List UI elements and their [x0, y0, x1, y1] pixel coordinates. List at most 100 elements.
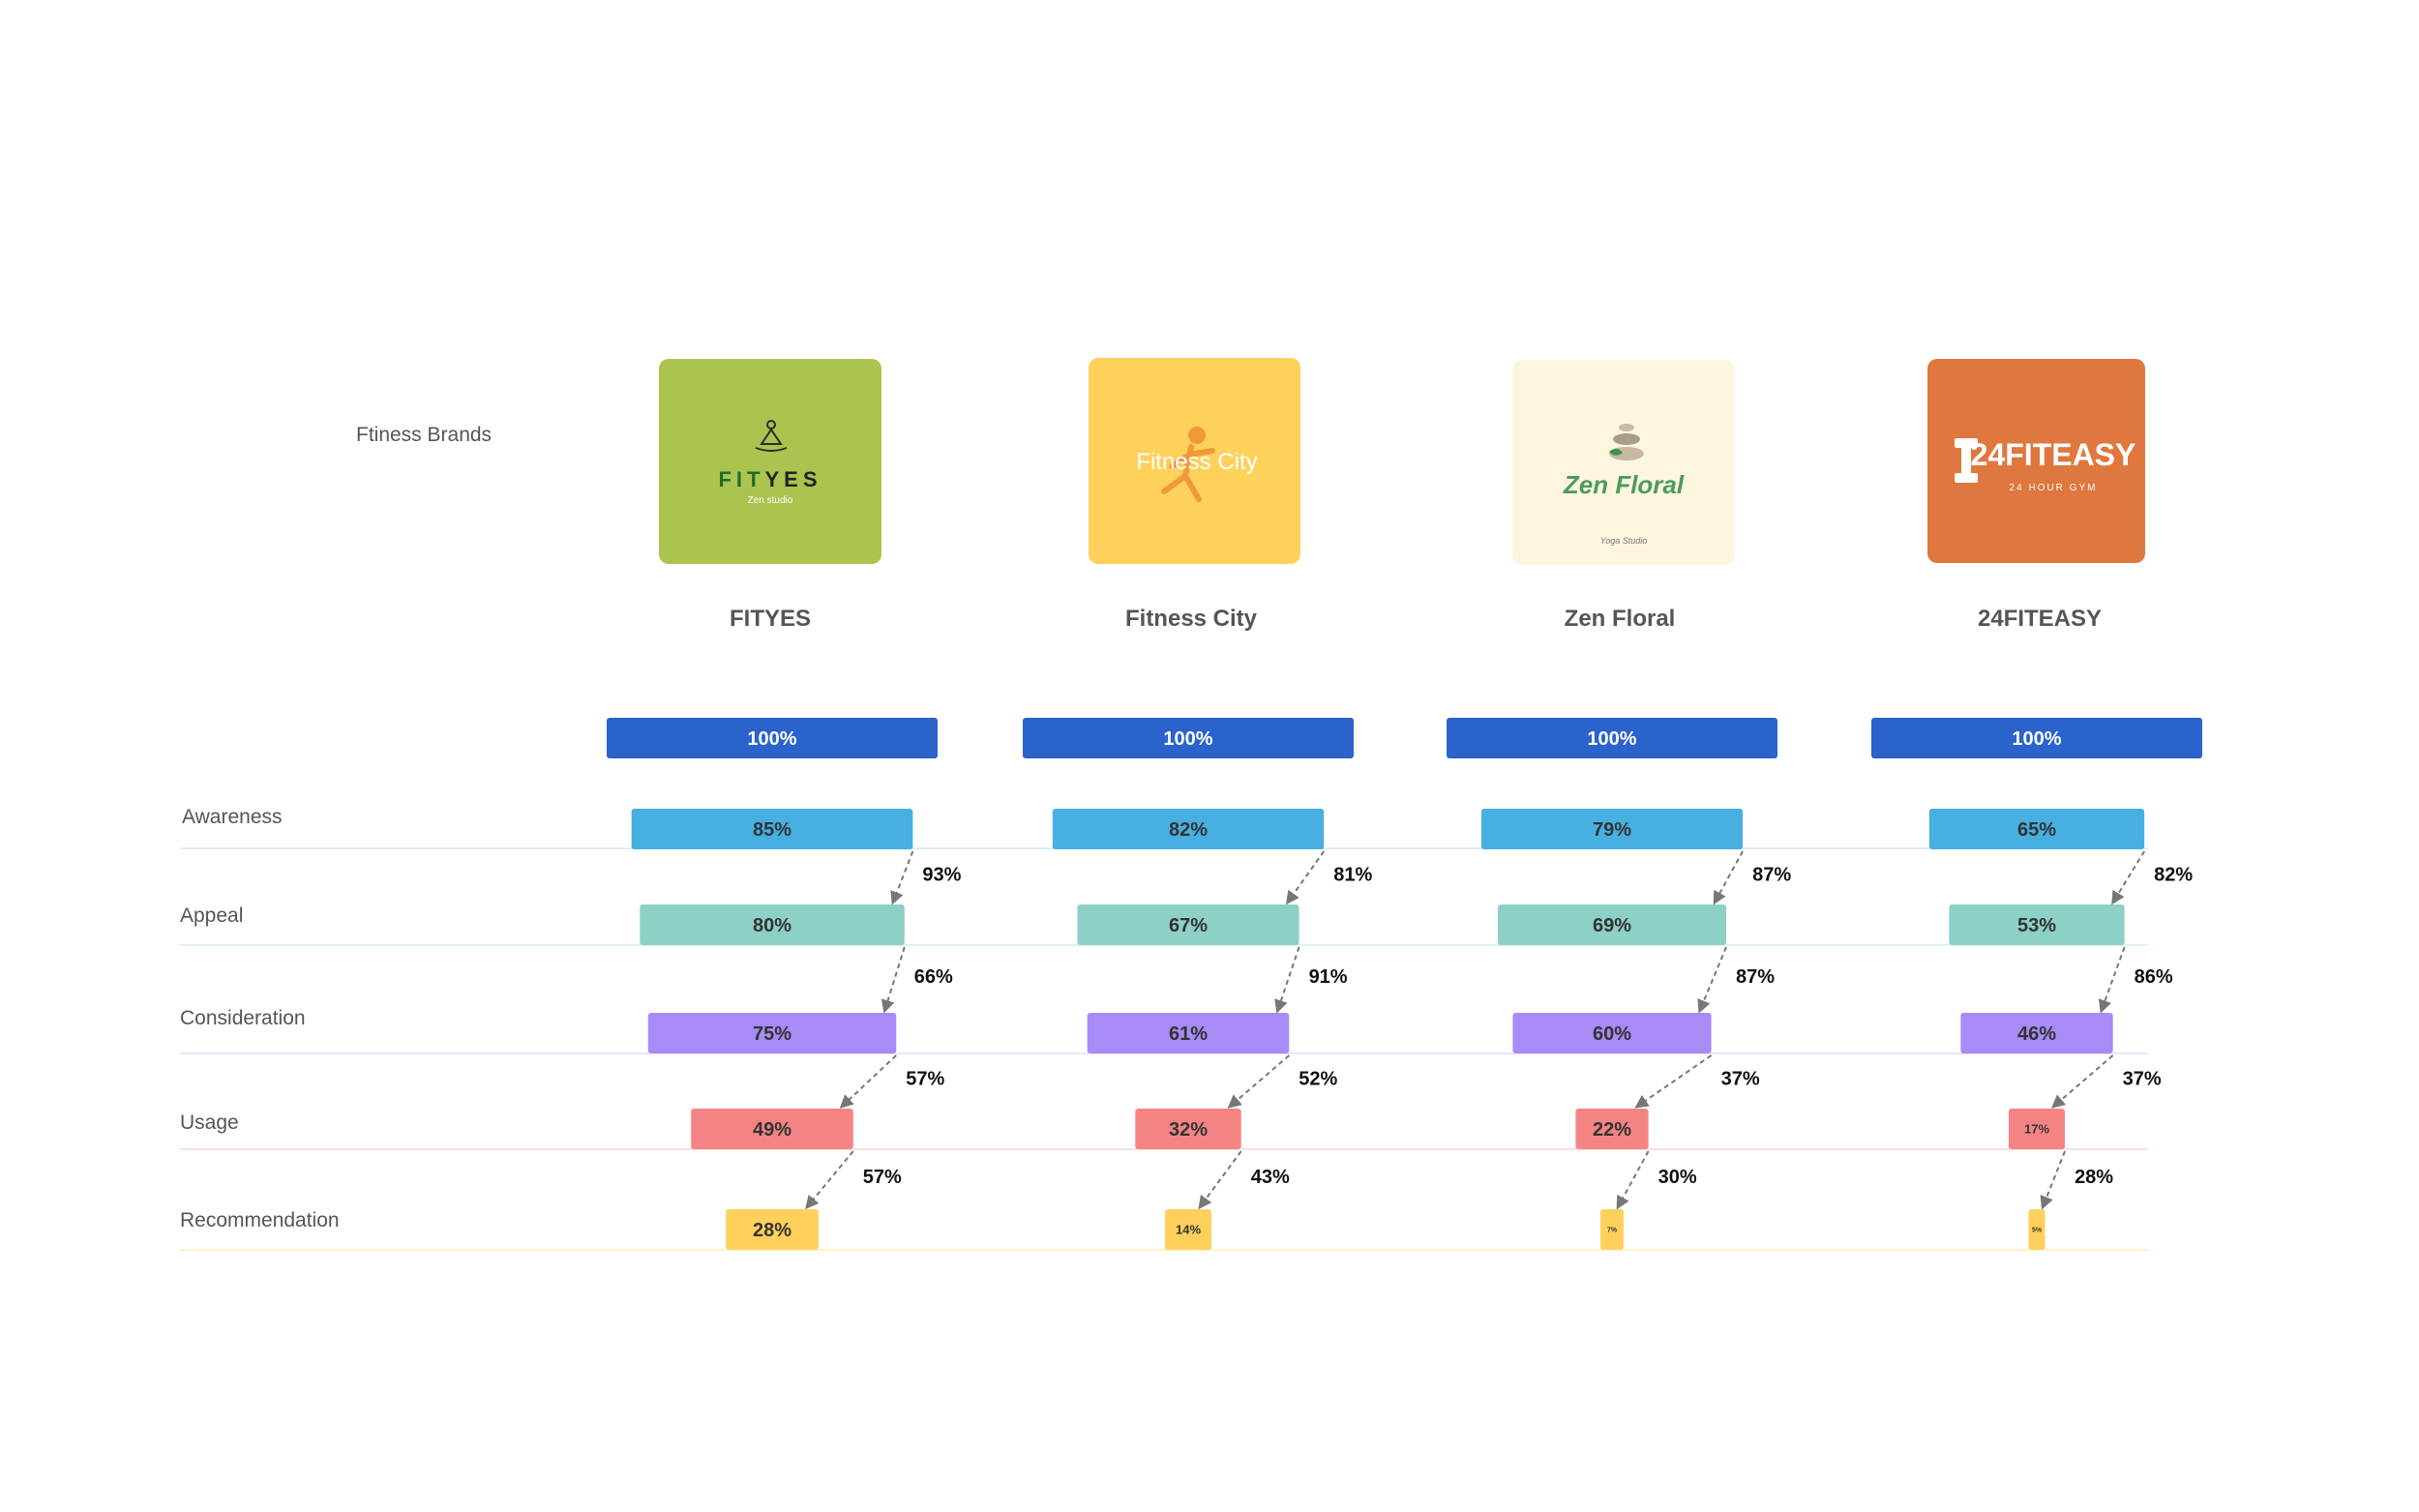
bar-consideration	[647, 1013, 897, 1053]
bar-value-label: 5%	[2032, 1227, 2043, 1233]
logo-title: Zen Floral	[1563, 470, 1685, 499]
logo-tagline: 24 HOUR GYM	[2010, 483, 2098, 493]
bar-total-label: 100%	[2012, 728, 2061, 750]
bar-consideration	[1087, 1013, 1290, 1053]
conversion-arrow	[1634, 1054, 1713, 1109]
meditation-icon	[755, 420, 788, 452]
bar-value-label: 32%	[1169, 1119, 1208, 1141]
conversion-arrow	[2111, 850, 2146, 905]
conversion-rate-label: 57%	[863, 1167, 902, 1188]
brand-name-fityes: FITYES	[729, 606, 811, 632]
bar-value-label: 46%	[2017, 1023, 2056, 1045]
brand-name-fitness-city: Fitness City	[1124, 606, 1258, 632]
bar-usage	[2008, 1109, 2066, 1149]
bar-value-label: 22%	[1593, 1119, 1631, 1141]
conversion-rate-label: 87%	[1752, 865, 1791, 886]
bar-recommendation	[1165, 1209, 1211, 1250]
conversion-rate-label: 30%	[1658, 1167, 1697, 1188]
bar-value-label: 53%	[2017, 915, 2056, 936]
bar-value-label: 67%	[1169, 915, 1208, 936]
bar-appeal	[1498, 904, 1726, 945]
conversion-rate-label: 28%	[2075, 1167, 2113, 1188]
stage-label-consideration: Consideration	[180, 1007, 306, 1029]
bar-value-label: 7%	[1607, 1227, 1618, 1233]
bar-appeal	[640, 904, 905, 945]
brand-name-zen-floral: Zen Floral	[1564, 606, 1676, 632]
bar-usage	[691, 1109, 853, 1149]
conversion-arrow	[1198, 1150, 1242, 1210]
bar-appeal	[1077, 904, 1299, 945]
bar-awareness	[1480, 809, 1744, 849]
conversion-rate-label: 37%	[2123, 1069, 2162, 1090]
bar-appeal	[1949, 904, 2125, 945]
conversion-arrow	[1616, 1150, 1650, 1210]
bar-usage	[1135, 1109, 1241, 1149]
logo-word-yes: YES	[764, 467, 821, 491]
bar-recommendation	[2028, 1209, 2046, 1250]
bar-value-label: 79%	[1593, 819, 1631, 841]
bar-value-label: 82%	[1169, 819, 1208, 841]
svg-text:FITYES: FITYES	[718, 467, 821, 491]
logo-title: 24FITEASY	[1971, 437, 2136, 472]
bar-awareness	[631, 809, 913, 849]
bar-value-label: 65%	[2017, 819, 2056, 841]
conversion-arrow	[1274, 946, 1300, 1014]
bar-value-label: 80%	[753, 915, 791, 936]
logo-background	[1089, 358, 1300, 564]
conversion-rate-label: 43%	[1251, 1167, 1290, 1188]
conversion-arrow	[881, 946, 906, 1014]
conversion-arrow	[890, 850, 914, 905]
logo-background	[1512, 360, 1735, 565]
conversion-rate-label: 93%	[922, 865, 961, 886]
bar-value-label: 60%	[1593, 1023, 1631, 1045]
bar-awareness	[1928, 809, 2145, 849]
bar-usage	[1575, 1109, 1649, 1149]
bar-value-label: 49%	[753, 1119, 791, 1141]
stage-label-appeal: Appeal	[180, 904, 244, 927]
conversion-rate-label: 86%	[2135, 966, 2173, 988]
conversion-arrow	[2040, 1150, 2066, 1210]
conversion-rate-label: 82%	[2154, 865, 2193, 886]
conversion-arrow	[2098, 946, 2126, 1014]
logo-tagline: Zen studio	[748, 495, 793, 506]
bar-total-label: 100%	[1587, 728, 1636, 750]
conversion-rate-label: 91%	[1309, 966, 1348, 988]
bar-value-label: 17%	[2024, 1122, 2049, 1137]
bar-consideration	[1512, 1013, 1712, 1053]
conversion-arrow	[1713, 850, 1744, 905]
stage-label-recommendation: Recommendation	[180, 1209, 340, 1231]
bar-value-label: 14%	[1176, 1223, 1201, 1237]
bar-total	[607, 718, 938, 758]
bar-value-label: 69%	[1593, 915, 1631, 936]
bar-total	[1447, 718, 1777, 758]
fitness-city-logo: Fitness City	[1089, 358, 1300, 564]
bar-total	[1023, 718, 1354, 758]
bar-value-label: 85%	[753, 819, 791, 841]
conversion-arrow	[1697, 946, 1727, 1014]
conversion-arrow	[805, 1150, 854, 1210]
bar-total	[1871, 718, 2202, 758]
conversion-rate-label: 57%	[906, 1069, 944, 1090]
brands-row-label: Ftiness Brands	[356, 424, 493, 446]
bar-consideration	[1960, 1013, 2113, 1053]
runner-icon	[1161, 427, 1215, 502]
bar-total-label: 100%	[747, 728, 796, 750]
stones-icon	[1609, 424, 1644, 460]
logo-background	[659, 359, 881, 564]
conversion-arrow	[1227, 1054, 1290, 1109]
logo-word-fit: FIT	[718, 467, 764, 491]
conversion-rate-label: 37%	[1721, 1069, 1760, 1090]
bar-value-label: 75%	[753, 1023, 791, 1045]
zen-floral-logo: Zen Floral Yoga Studio	[1512, 360, 1735, 565]
fityes-logo: FITYES Zen studio	[659, 359, 881, 564]
bar-value-label: 61%	[1169, 1023, 1208, 1045]
brand-name-24fiteasy: 24FITEASY	[1977, 606, 2103, 632]
bar-recommendation	[726, 1209, 819, 1250]
logo-tagline: Yoga Studio	[1600, 536, 1648, 546]
conversion-rate-label: 66%	[914, 966, 953, 988]
stage-label-awareness: Awareness	[182, 806, 283, 828]
bar-recommendation	[1600, 1209, 1624, 1250]
bar-awareness	[1052, 809, 1325, 849]
